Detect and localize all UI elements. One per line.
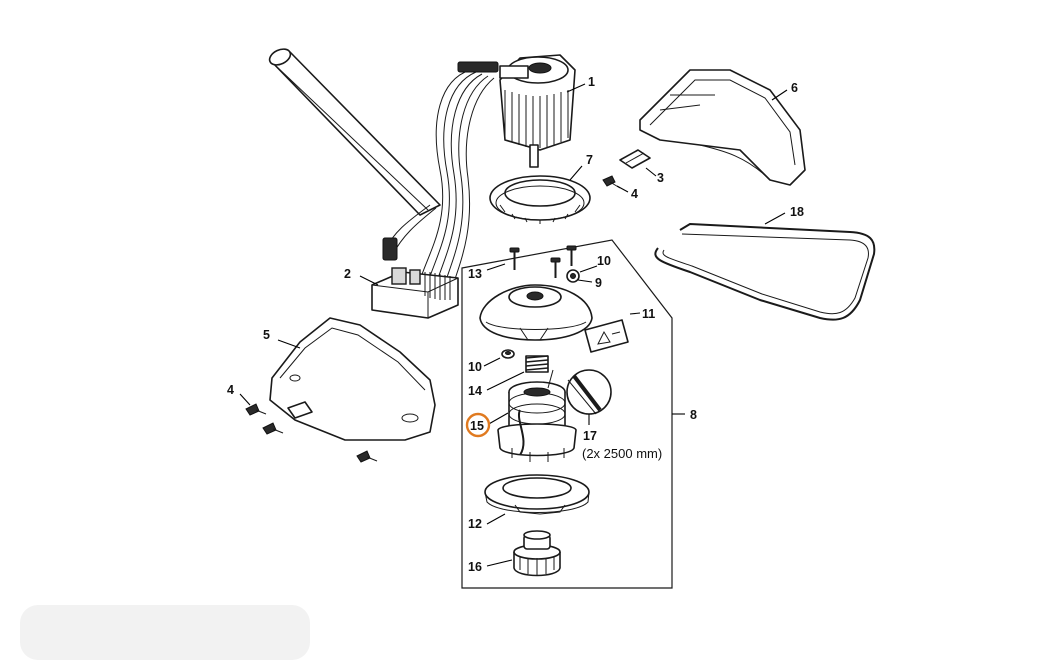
label-part-11: 11: [642, 307, 655, 321]
label-part-7: 7: [586, 153, 593, 167]
label-part-12: 12: [468, 517, 482, 531]
label-part-1: 1: [588, 75, 595, 89]
trimmer-line-detail: [566, 369, 612, 415]
warning-label: [584, 319, 629, 353]
clip: [619, 149, 651, 169]
screws-left: [245, 403, 378, 463]
head-cover: [479, 284, 593, 341]
label-part-2: 2: [344, 267, 351, 281]
spool-knob: [513, 530, 561, 577]
label-part-9: 9: [595, 276, 602, 290]
label-part-10: 10: [597, 254, 611, 268]
label-part-10-lower: 10: [468, 360, 482, 374]
line-spool: [497, 369, 577, 462]
wiring-harness: [382, 61, 499, 289]
spring: [525, 355, 549, 373]
leader-lines: [239, 83, 788, 567]
label-part-4: 4: [631, 187, 638, 201]
label-line-spec: (2x 2500 mm): [582, 446, 662, 461]
label-part-4-left: 4: [227, 383, 234, 397]
label-part-3: 3: [657, 171, 664, 185]
blurred-corner: [20, 605, 310, 660]
wire-loop: [654, 223, 876, 321]
label-part-17: 17: [583, 429, 597, 443]
label-part-14: 14: [468, 384, 482, 398]
housing-half-right: [639, 69, 806, 186]
motor: [499, 54, 576, 168]
label-part-6: 6: [791, 81, 798, 95]
housing-half-left: [269, 317, 436, 441]
control-board: [371, 267, 459, 319]
screws-cover: [509, 245, 577, 278]
spool-base: [484, 474, 590, 515]
label-part-16: 16: [468, 560, 482, 574]
highlight-ring: [465, 412, 491, 438]
nut-top: [566, 269, 580, 283]
assembly-group-frame: [461, 239, 673, 589]
shaft-tube: [268, 48, 441, 216]
label-part-8: 8: [690, 408, 697, 422]
label-part-13: 13: [468, 267, 482, 281]
label-part-5: 5: [263, 328, 270, 342]
label-part-15: 15: [470, 419, 484, 433]
label-part-18: 18: [790, 205, 804, 219]
nut-lower: [501, 349, 515, 359]
fan-ring: [489, 175, 591, 224]
part-labels: 1 2 3 4 4 5 6 7 8 9 10 10 11 12 13 14 15…: [227, 75, 804, 574]
